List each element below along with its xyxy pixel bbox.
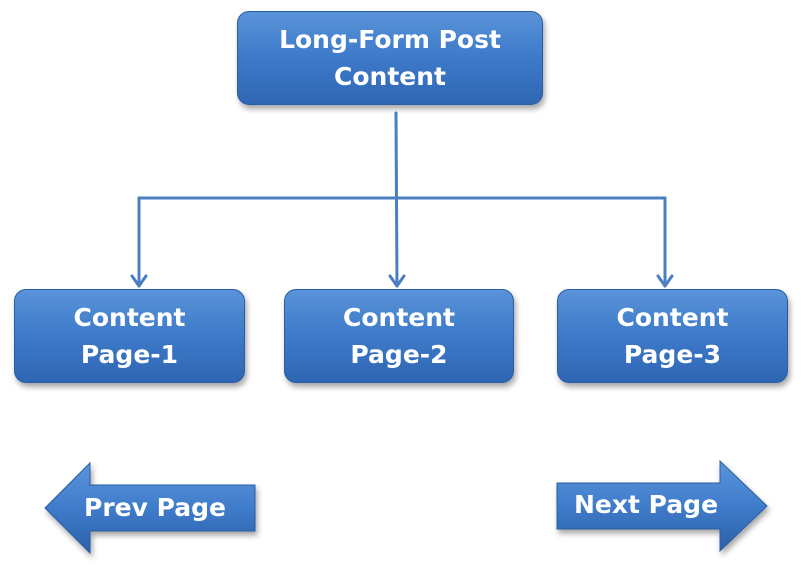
prev-page-label[interactable]: Prev Page: [84, 493, 226, 522]
next-page-label[interactable]: Next Page: [574, 490, 719, 519]
top-box-line-1: Long-Form Post: [279, 25, 501, 54]
content-page-1-box: Content Page-1: [14, 289, 245, 383]
page-2-line-2: Page-2: [350, 340, 448, 369]
page-3-line-2: Page-3: [623, 340, 722, 369]
arrowhead-1: [130, 274, 148, 288]
content-page-2-box: Content Page-2: [284, 289, 514, 383]
page-1-line-1: Content: [73, 303, 186, 332]
arrowhead-2: [388, 274, 406, 288]
next-arrow-shape[interactable]: [556, 459, 768, 553]
long-form-post-box: Long-Form Post Content: [237, 11, 543, 105]
page-3-line-1: Content: [616, 303, 729, 332]
page-2-line-1: Content: [343, 303, 455, 332]
page-1-line-2: Page-1: [80, 340, 179, 369]
top-box-line-2: Content: [334, 62, 446, 91]
prev-arrow-shape[interactable]: [44, 461, 256, 555]
content-page-3-box: Content Page-3: [557, 289, 788, 383]
arrowhead-3: [656, 274, 674, 288]
